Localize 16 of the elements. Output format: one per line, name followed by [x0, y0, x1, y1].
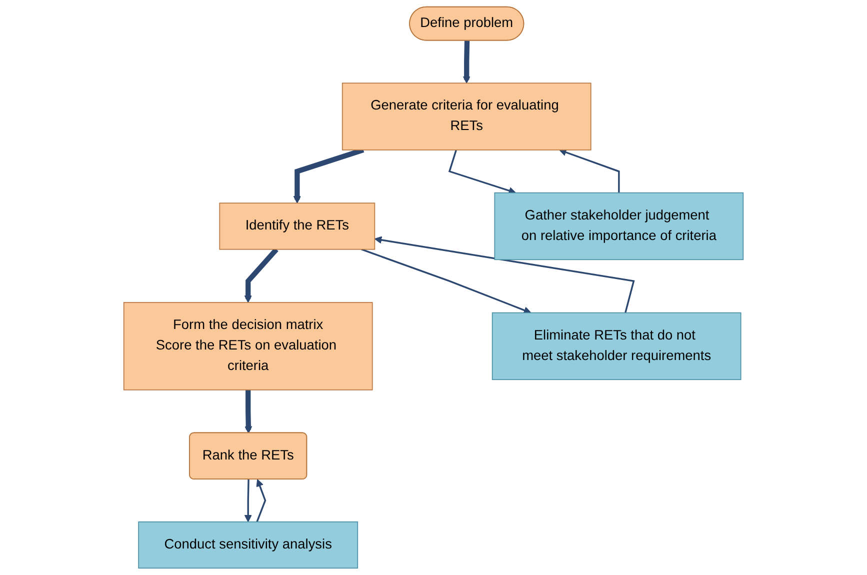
- arrow: [244, 248, 278, 303]
- arrow: [462, 40, 470, 84]
- node-box: Identify the RETs: [219, 202, 376, 250]
- arrow: [361, 248, 532, 314]
- node-box: Gather stakeholder judgement on relative importance of criteria: [494, 192, 744, 260]
- arrow: [244, 479, 252, 522]
- node-box: Form the decision matrix Score the RETs on evaluation criteria: [123, 302, 373, 390]
- arrow: [374, 236, 635, 313]
- arrow: [293, 148, 364, 204]
- arrow: [559, 148, 620, 193]
- arrow: [448, 150, 516, 194]
- arrow: [256, 479, 266, 522]
- node-box: Generate criteria for evaluating RETs: [342, 82, 592, 150]
- node-box: Eliminate RETs that do not meet stakeholder requirements: [492, 312, 742, 380]
- node-box: Conduct sensitivity analysis: [138, 521, 358, 569]
- arrow: [244, 390, 252, 434]
